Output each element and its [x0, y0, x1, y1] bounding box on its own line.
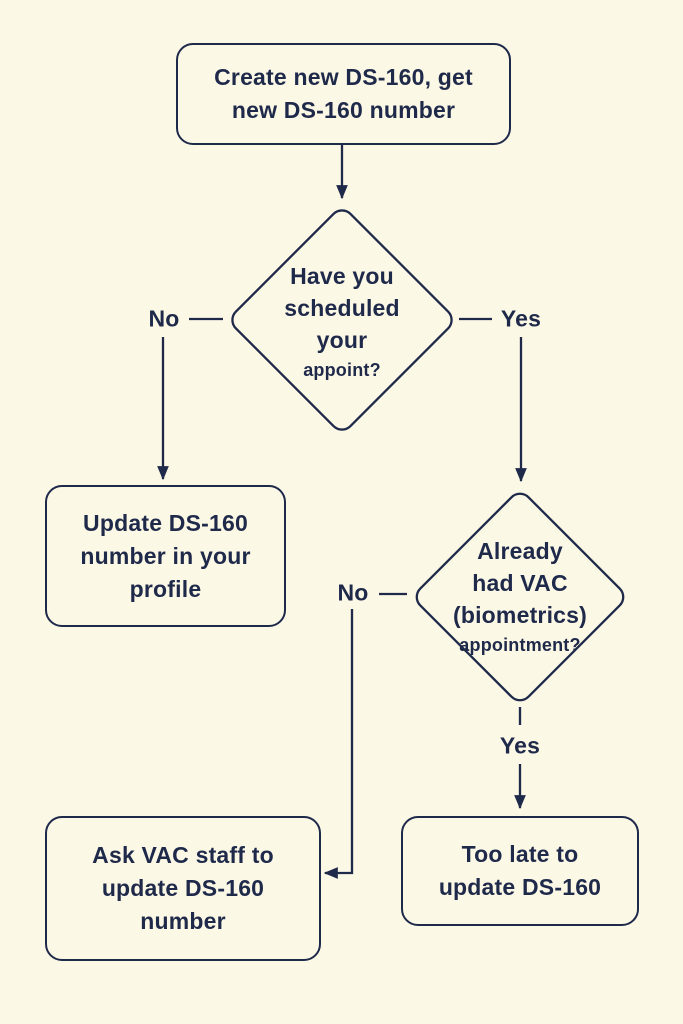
decision-had-vac-appointment-shape — [415, 492, 625, 702]
decision-had-vac-line2: had VAC — [472, 570, 568, 596]
node-ask-vac-staff-line1: Ask VAC staff to — [92, 842, 274, 868]
node-update-profile-line1: Update DS-160 — [83, 509, 248, 536]
edge-label-scheduled-no: No — [148, 305, 180, 332]
decision-scheduled-appointment-shape — [231, 209, 453, 431]
node-update-profile-line3: profile — [129, 575, 202, 602]
edge-had-vac-no-elbow-arrow — [323, 609, 354, 879]
node-too-late-line2: update DS-160 — [438, 874, 602, 900]
edge-label-scheduled-yes: Yes — [500, 305, 542, 332]
node-ask-vac-staff: Ask VAC staff to update DS-160 number — [45, 816, 321, 961]
decision-had-vac-line3: (biometrics) — [452, 602, 588, 628]
edge-label-had-vac-yes: Yes — [499, 732, 541, 759]
edge-label-had-vac-no: No — [337, 579, 369, 606]
node-ask-vac-staff-line3: number — [140, 908, 226, 934]
decision-had-vac-line1: Already — [477, 538, 563, 564]
decision-scheduled-line4: appoint? — [303, 360, 381, 380]
decision-scheduled-appointment-label: Have you scheduled your appoint? — [284, 260, 400, 384]
decision-scheduled-line2: scheduled — [284, 295, 400, 321]
node-create-ds160-line1: Create new DS-160, get — [214, 64, 473, 90]
decision-scheduled-line1: Have you — [290, 263, 394, 289]
decision-scheduled-line3: your — [316, 327, 368, 353]
decision-had-vac-appointment-label: Already had VAC (biometrics) appointment… — [453, 535, 587, 659]
decision-had-vac-line4: appointment? — [459, 635, 581, 655]
node-create-ds160-line2: new DS-160 number — [231, 97, 456, 123]
node-too-late-line1: Too late to — [461, 841, 579, 867]
node-too-late: Too late to update DS-160 — [401, 816, 639, 926]
node-create-ds160: Create new DS-160, get new DS-160 number — [176, 43, 511, 145]
node-update-profile-line2: number in your — [80, 542, 251, 569]
node-update-profile: Update DS-160 number in your profile — [45, 485, 286, 627]
node-ask-vac-staff-line2: update DS-160 — [101, 875, 265, 901]
